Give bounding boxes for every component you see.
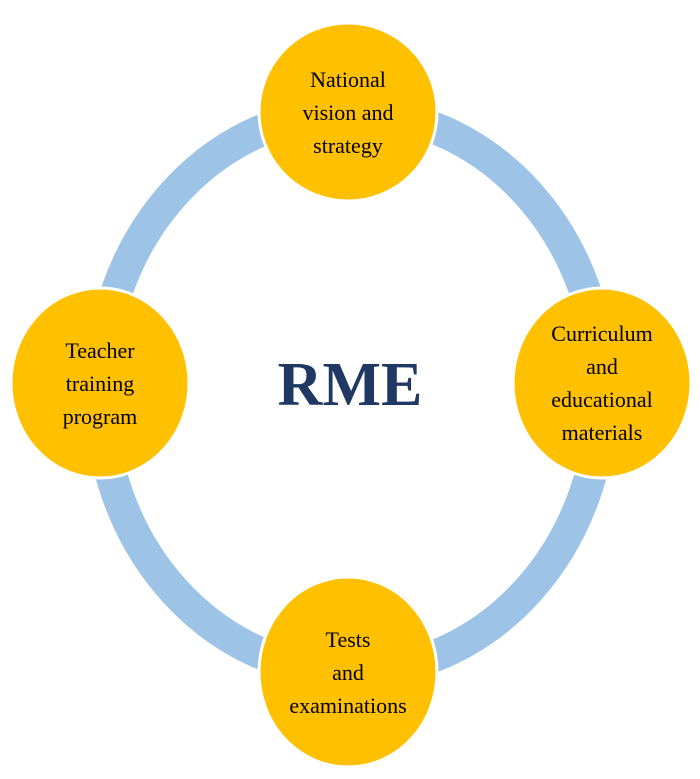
node-circle-right: [511, 286, 693, 480]
node-circle-top: [257, 21, 439, 203]
center-title: RME: [277, 350, 423, 419]
node-label-top: National vision and strategy: [302, 66, 394, 158]
node-label-right: Curriculum and educational materials: [551, 321, 653, 445]
node-circle-bottom: [257, 575, 439, 769]
node-label-left: Teacher training program: [62, 337, 138, 429]
node-label-bottom: Tests and examinations: [289, 626, 407, 718]
node-circle-left: [9, 286, 191, 480]
